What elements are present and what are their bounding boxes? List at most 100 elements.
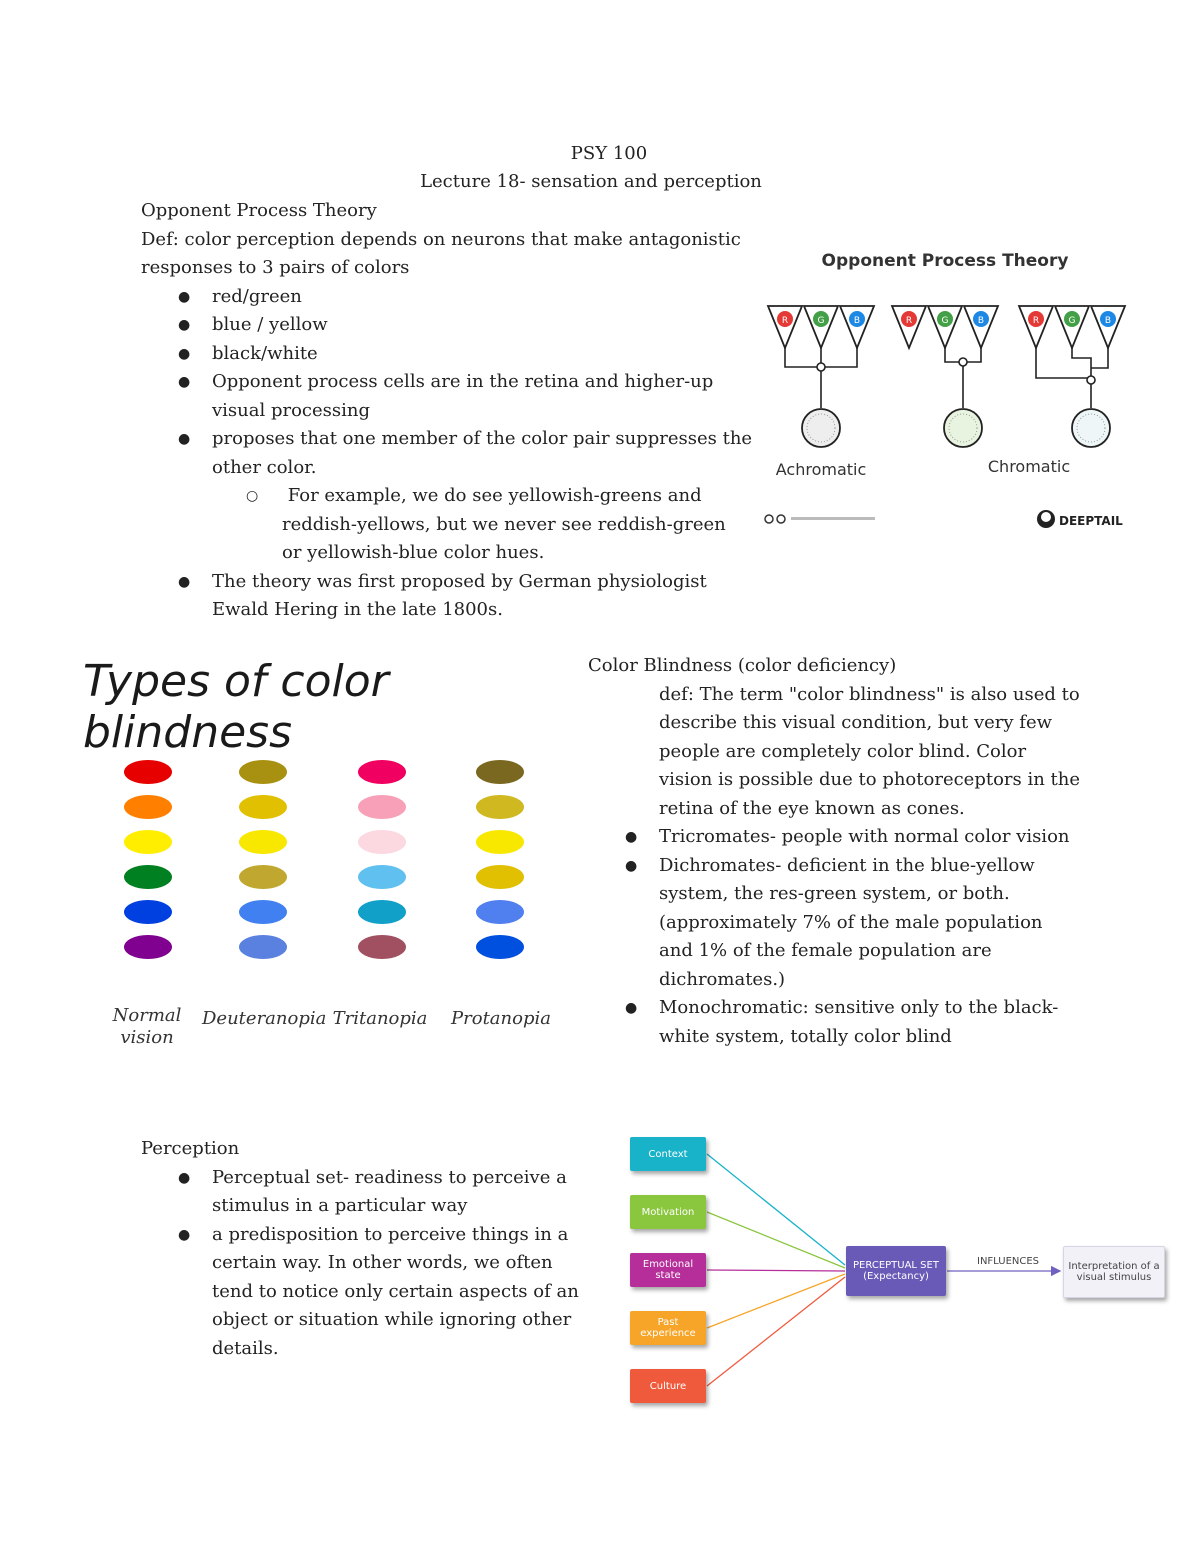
ganglion-cell-icon	[801, 408, 841, 448]
influence-arrow	[706, 1276, 846, 1387]
perception-heading: Perception	[141, 1138, 240, 1159]
input-motivation-box: Motivation	[630, 1195, 706, 1229]
cone-color-dot	[1028, 311, 1044, 327]
cone-letter: G	[818, 316, 825, 326]
perceptual-arrows	[706, 1153, 1062, 1387]
color-swatch	[476, 900, 524, 924]
color-swatch	[358, 795, 406, 819]
color-swatch	[358, 830, 406, 854]
cone-color-dot	[973, 311, 989, 327]
color-swatches	[124, 760, 524, 959]
color-swatch	[124, 760, 172, 784]
lecture-title: Lecture 18- sensation and perception	[420, 171, 762, 192]
chromatic-label: Chromatic	[988, 457, 1070, 476]
cone-color-dot	[849, 311, 865, 327]
list-item: ●The theory was first proposed by German…	[178, 570, 707, 621]
color-swatch	[476, 865, 524, 889]
blindness-section: Color Blindness (color deficiency) def: …	[588, 652, 1080, 1051]
perception-bullets: ●Perceptual set- readiness to perceive a…	[178, 1164, 579, 1364]
synapse-node	[958, 357, 968, 367]
cone-letter: B	[1105, 316, 1111, 326]
input-context-box: Context	[630, 1137, 706, 1171]
deeptail-logo-icon: DEEPTAIL	[1037, 510, 1123, 528]
list-item: ●Dichromates- deficient in the blue-yell…	[625, 854, 1043, 990]
input-past-experience-box: Past experience	[630, 1311, 706, 1345]
label-deuteranopia: Deuteranopia	[202, 1008, 327, 1029]
color-swatch	[358, 935, 406, 959]
cone-color-dot	[1100, 311, 1116, 327]
color-swatch	[476, 795, 524, 819]
list-item-sub: ○ For example, we do see yellowish-green…	[246, 485, 726, 563]
opponent-section: Opponent Process Theory Def: color perce…	[141, 197, 752, 625]
opponent-bullets: ●red/green ●blue / yellow ●black/white ●…	[178, 283, 753, 625]
ganglion-cell-icon	[943, 408, 983, 448]
list-item: ●red/green	[178, 285, 302, 307]
cone-color-dot	[937, 311, 953, 327]
color-swatch	[124, 830, 172, 854]
blindness-heading: Color Blindness (color deficiency)	[588, 655, 897, 676]
color-swatch	[239, 900, 287, 924]
color-swatch	[476, 760, 524, 784]
list-item: ●Monochromatic: sensitive only to the bl…	[625, 997, 1059, 1047]
cone-letter: B	[854, 316, 860, 326]
color-blindness-figure-title: Types of color blindness	[83, 656, 389, 758]
input-culture-box: Culture	[630, 1369, 706, 1403]
cone-letter: G	[1069, 316, 1076, 326]
color-swatch	[358, 900, 406, 924]
list-item: ●proposes that one member of the color p…	[178, 428, 753, 478]
influence-arrow	[706, 1269, 846, 1272]
list-item: ●blue / yellow	[178, 314, 328, 335]
color-swatch	[124, 865, 172, 889]
influence-arrow	[706, 1273, 846, 1329]
color-swatch	[239, 795, 287, 819]
opponent-figure-title: Opponent Process Theory	[822, 251, 1069, 271]
color-swatch	[124, 900, 172, 924]
cone-letter: B	[978, 316, 984, 326]
opponent-def-line2: responses to 3 pairs of colors	[141, 257, 410, 278]
perceptual-set-box: PERCEPTUAL SET(Expectancy)	[846, 1246, 946, 1296]
opponent-heading: Opponent Process Theory	[141, 200, 377, 221]
perception-section: Perception ●Perceptual set- readiness to…	[141, 1135, 579, 1363]
list-item: ●Opponent process cells are in the retin…	[178, 371, 714, 421]
deeptail-logo-text: DEEPTAIL	[1059, 514, 1123, 528]
color-swatch	[476, 830, 524, 854]
cone-letter: R	[782, 316, 788, 326]
color-swatch	[476, 935, 524, 959]
influences-label: INFLUENCES	[977, 1256, 1040, 1267]
course-title: PSY 100	[570, 143, 648, 164]
color-swatch	[239, 935, 287, 959]
influence-arrow	[706, 1153, 846, 1266]
perceptual-set-figure: Context Motivation Emotional state Past …	[625, 1130, 1175, 1415]
label-protanopia: Protanopia	[451, 1008, 551, 1029]
color-swatch	[124, 795, 172, 819]
list-item: ●a predisposition to perceive things in …	[178, 1223, 579, 1359]
synapse-node	[816, 362, 826, 372]
color-swatch	[239, 830, 287, 854]
cone-color-dot	[813, 311, 829, 327]
input-emotional-state-box: Emotional state	[630, 1253, 706, 1287]
cc-license-icon	[764, 514, 875, 524]
opponent-def-line1: Def: color perception depends on neurons…	[141, 228, 741, 250]
cone-color-dot	[777, 311, 793, 327]
cone-color-dot	[1064, 311, 1080, 327]
ganglion-cell-icon	[1071, 408, 1111, 448]
list-item: ●Tricromates- people with normal color v…	[625, 826, 1070, 847]
cone-color-dot	[901, 311, 917, 327]
color-swatch	[239, 760, 287, 784]
achromatic-label: Achromatic	[776, 460, 867, 479]
list-item: ●Perceptual set- readiness to perceive a…	[178, 1166, 567, 1217]
cone-letter: R	[906, 316, 912, 326]
color-swatch	[239, 865, 287, 889]
color-swatch	[124, 935, 172, 959]
color-swatch	[358, 865, 406, 889]
cone-letter: G	[942, 316, 949, 326]
blindness-bullets: ●Tricromates- people with normal color v…	[625, 823, 1080, 1051]
synapse-node	[1086, 375, 1096, 385]
color-swatch	[358, 760, 406, 784]
label-tritanopia: Tritanopia	[332, 1008, 428, 1029]
